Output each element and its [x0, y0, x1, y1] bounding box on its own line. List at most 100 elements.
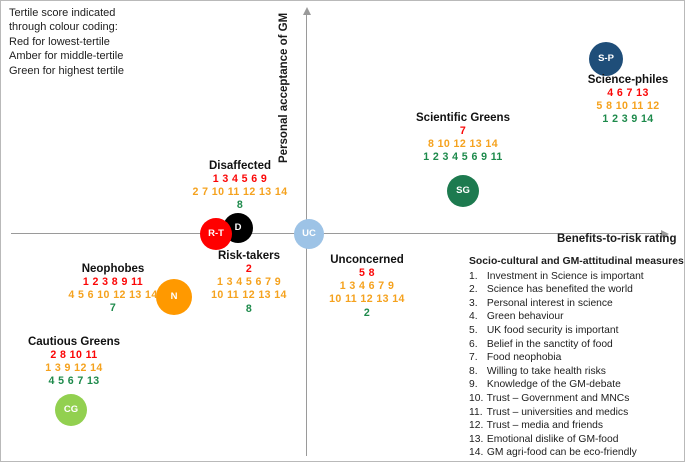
- measure-item-text: Science has benefited the world: [484, 284, 633, 296]
- cluster-low-tertile-items: 2 8 10 11: [50, 349, 98, 361]
- tertile-colour-note: Tertile score indicated through colour c…: [9, 6, 124, 78]
- cluster-low-tertile-items: 5 8: [359, 267, 375, 279]
- tertile-note-line-3: Red for lowest-tertile: [9, 35, 110, 48]
- measure-item-number: 14.: [469, 447, 484, 459]
- measure-item-text: Personal interest in science: [484, 297, 613, 309]
- cluster-high-tertile-items: 1 2 3 4 5 6 9 11: [423, 151, 503, 164]
- tertile-note-line-5: Green for highest tertile: [9, 64, 124, 77]
- cluster-low-tertile-items: 1 2 3 8 9 11: [82, 276, 144, 288]
- cluster-marker-label: CG: [63, 404, 79, 416]
- cluster-marker-scientific-greens[interactable]: SG: [447, 175, 479, 207]
- cluster-low-tertile-items: 7: [459, 125, 467, 137]
- measure-item-number: 2.: [469, 284, 478, 296]
- measure-item: 13. Emotional dislike of GM-food: [469, 433, 684, 447]
- cluster-mid-tertile-items: 4 5 6 10 12 13 14: [68, 289, 158, 302]
- cluster-marker-risk-takers[interactable]: R-T: [200, 218, 232, 250]
- cluster-low-tertile-items: 2: [245, 263, 253, 275]
- measure-item: 2. Science has benefited the world: [469, 283, 684, 297]
- cluster-marker-cautious-greens[interactable]: CG: [55, 394, 87, 426]
- cluster-name: Unconcerned: [330, 254, 404, 266]
- measure-item-text: Food neophobia: [484, 352, 562, 364]
- cluster-marker-label: N: [170, 291, 178, 303]
- measure-item-text: Investment in Science is important: [484, 270, 644, 282]
- cluster-high-tertile-items: 8: [236, 199, 244, 212]
- cluster-marker-neophobes[interactable]: N: [156, 279, 192, 315]
- measure-item-number: 13.: [469, 433, 484, 445]
- measure-item-text: Green behaviour: [484, 311, 564, 323]
- measure-item-text: Trust – universities and medics: [484, 406, 629, 418]
- cluster-low-tertile-items: 1 3 4 5 6 9: [212, 173, 268, 185]
- measure-item: 4. Green behaviour: [469, 310, 684, 324]
- measure-item: 10. Trust – Government and MNCs: [469, 392, 684, 406]
- cluster-high-tertile-items: 7: [109, 302, 117, 315]
- measure-item-text: Trust – Government and MNCs: [484, 392, 630, 404]
- cluster-marker-label: R-T: [208, 228, 224, 240]
- measure-item-number: 6.: [469, 338, 478, 350]
- measure-item-text: GM agri-food can be eco-friendly: [484, 447, 637, 459]
- cluster-mid-tertile-items: 10 11 12 13 14: [211, 289, 287, 302]
- measure-item-text: UK food security is important: [484, 324, 619, 336]
- cluster-low-tertile-items: 4 6 7 13: [607, 87, 649, 99]
- cluster-mid-tertile-items: 1 3 4 6 7 9: [339, 280, 395, 293]
- measure-item-number: 5.: [469, 324, 478, 336]
- measure-item: 1. Investment in Science is important: [469, 270, 684, 284]
- cluster-name: Disaffected: [208, 160, 271, 172]
- measure-item: 3. Personal interest in science: [469, 297, 684, 311]
- measure-item-number: 4.: [469, 311, 478, 323]
- measure-item: 6. Belief in the sanctity of food: [469, 338, 684, 352]
- cluster-marker-label: S-P: [598, 53, 614, 65]
- measure-item-number: 9.: [469, 379, 478, 391]
- cluster-marker-label: D: [234, 222, 242, 234]
- measure-item-number: 10.: [469, 392, 484, 404]
- cluster-mid-tertile-items: 1 3 4 5 6 7 9: [216, 276, 282, 289]
- cluster-mid-tertile-items: 8 10 12 13 14: [428, 138, 498, 151]
- cluster-name: Neophobes: [81, 263, 145, 275]
- measure-item: 8. Willing to take health risks: [469, 365, 684, 379]
- cluster-mid-tertile-items: 5 8 10 11 12: [596, 100, 660, 113]
- tertile-note-line-2: through colour coding:: [9, 21, 118, 34]
- cluster-name: Risk-takers: [217, 250, 280, 262]
- measure-item-number: 1.: [469, 270, 478, 282]
- measure-item-text: Trust – media and friends: [484, 420, 604, 432]
- measure-item-text: Emotional dislike of GM-food: [484, 433, 619, 445]
- cluster-high-tertile-items: 8: [245, 302, 253, 315]
- measure-item: 7. Food neophobia: [469, 351, 684, 365]
- cluster-name: Scientific Greens: [416, 112, 510, 124]
- measure-item-number: 7.: [469, 352, 478, 364]
- measure-item: 11. Trust – universities and medics: [469, 406, 684, 420]
- measure-item-number: 8.: [469, 365, 478, 377]
- measures-legend-title: Socio-cultural and GM-attitudinal measur…: [469, 256, 684, 267]
- cluster-high-tertile-items: 4 5 6 7 13: [48, 375, 100, 388]
- cluster-mid-tertile-items: 1 3 9 12 14: [45, 362, 103, 375]
- cluster-high-tertile-items: 2: [363, 306, 371, 319]
- cluster-marker-science-philes[interactable]: S-P: [589, 42, 623, 76]
- x-axis-line: [11, 229, 669, 238]
- cluster-marker-label: SG: [456, 185, 470, 197]
- tertile-note-line-1: Tertile score indicated: [9, 7, 116, 19]
- measure-item-text: Willing to take health risks: [484, 365, 606, 377]
- measure-item-number: 11.: [469, 406, 483, 418]
- measure-item: 9. Knowledge of the GM-debate: [469, 378, 684, 392]
- measure-item-number: 12.: [469, 420, 484, 432]
- cluster-name: Science-philes: [587, 74, 669, 86]
- x-axis-label: Benefits-to-risk rating: [557, 233, 677, 245]
- measure-item-text: Knowledge of the GM-debate: [484, 379, 621, 391]
- measure-item-text: Belief in the sanctity of food: [484, 338, 613, 350]
- cluster-name: Cautious Greens: [27, 336, 121, 348]
- measure-item: 14. GM agri-food can be eco-friendly: [469, 446, 684, 460]
- measure-item: 5. UK food security is important: [469, 324, 684, 338]
- cluster-high-tertile-items: 1 2 3 9 14: [602, 113, 654, 126]
- cluster-marker-unconcerned[interactable]: UC: [294, 219, 324, 249]
- measure-item: 12. Trust – media and friends: [469, 419, 684, 433]
- cluster-mid-tertile-items: 10 11 12 13 14: [329, 293, 405, 306]
- measures-legend: Socio-cultural and GM-attitudinal measur…: [469, 255, 684, 460]
- tertile-note-line-4: Amber for middle-tertile: [9, 50, 124, 63]
